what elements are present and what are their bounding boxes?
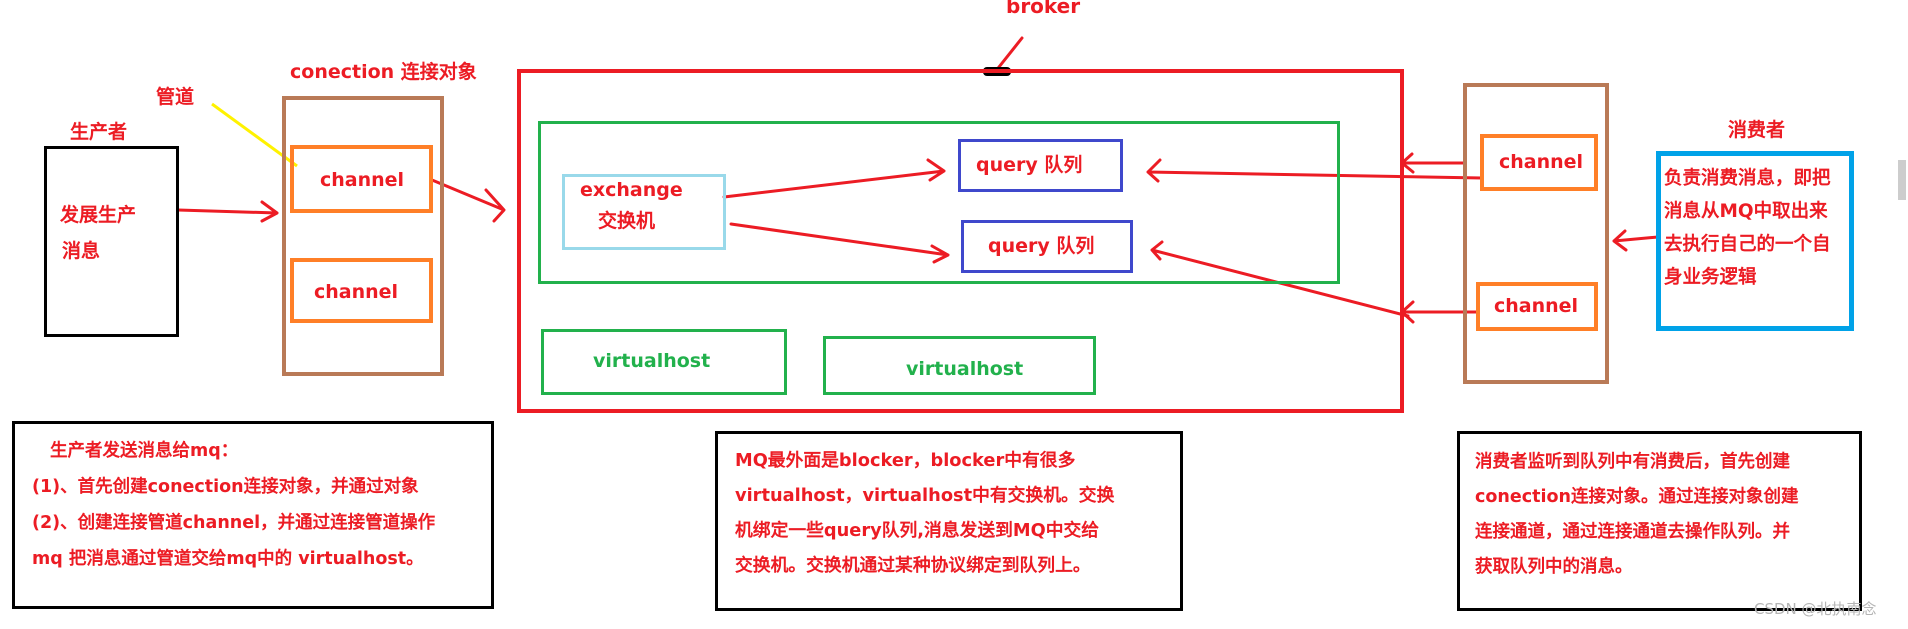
- arrow-to-consumer-channel-1: [1400, 152, 1465, 174]
- pipe-label: 管道: [156, 86, 195, 108]
- consumer-note-line: 连接通道，通过连接通道去操作队列。并: [1475, 522, 1790, 542]
- exchange-label-line-2: 交换机: [598, 210, 656, 232]
- arrow-producer-to-channel: [176, 200, 279, 223]
- consumer-desc-text: 负责消费消息，即把 消息从MQ中取出来 去执行自己的一个自 身业务逻辑: [1664, 162, 1831, 294]
- producer-note-text: 生产者发送消息给mq： (1)、首先创建conection连接对象，并通过对象 …: [32, 433, 435, 577]
- exchange-box: [562, 174, 726, 250]
- arrow-exchange-to-queue-1: [722, 158, 946, 199]
- producer-body-line-1: 发展生产: [60, 204, 137, 226]
- consumer-desc-line: 消息从MQ中取出来: [1664, 201, 1828, 222]
- broker-note-line: MQ最外面是blocker，blocker中有很多: [735, 450, 1076, 471]
- consumer-connection-box: [1463, 83, 1609, 384]
- consumer-note-line: 消费者监听到队列中有消费后，首先创建: [1475, 452, 1790, 472]
- exchange-label-line-1: exchange: [580, 179, 683, 201]
- consumer-note-box: [1457, 431, 1862, 611]
- broker-pointer-line: [993, 36, 1024, 74]
- broker-note-line: virtualhost，virtualhost中有交换机。交换: [735, 485, 1115, 506]
- watermark: CSDN @北执南念: [1754, 600, 1877, 618]
- virtualhost-1-box: [541, 329, 787, 395]
- broker-note-line: 机绑定一些query队列,消息发送到MQ中交给: [735, 520, 1100, 541]
- broker-box: [517, 69, 1404, 413]
- producer-channel-1-box: [290, 145, 433, 213]
- consumer-note-line: 获取队列中的消息。: [1475, 557, 1633, 577]
- producer-channel-1-label: channel: [320, 169, 405, 191]
- consumer-desc-line: 负责消费消息，即把: [1664, 168, 1831, 189]
- producer-note-line: mq 把消息通过管道交给mq中的 virtualhost。: [32, 549, 424, 569]
- producer-note-box: [12, 421, 494, 609]
- consumer-channel-2-label: channel: [1494, 295, 1579, 317]
- connection-box: [282, 96, 444, 376]
- producer-note-line: 生产者发送消息给mq：: [50, 441, 239, 461]
- broker-note-text: MQ最外面是blocker，blocker中有很多 virtualhost，vi…: [735, 443, 1114, 583]
- virtualhost-2-label: virtualhost: [906, 358, 1024, 380]
- broker-note-line: 交换机。交换机通过某种协议绑定到队列上。: [735, 555, 1091, 576]
- queue-1-box: [958, 139, 1123, 192]
- producer-channel-2-box: [290, 258, 433, 323]
- virtualhost-2-box: [823, 336, 1096, 395]
- queue-1-label: query 队列: [976, 154, 1083, 176]
- consumer-desc-line: 身业务逻辑: [1664, 267, 1757, 288]
- producer-note-line: (2)、创建连接管道channel，并通过连接管道操作: [32, 513, 436, 533]
- scrollbar-thumb[interactable]: [1898, 160, 1906, 200]
- consumer-title: 消费者: [1728, 119, 1786, 141]
- broker-note-box: [715, 431, 1183, 611]
- producer-channel-2-label: channel: [314, 281, 399, 303]
- consumer-channel-1-label: channel: [1499, 151, 1584, 173]
- arrow-consumer-channel-1-to-queue-1: [1146, 158, 1484, 183]
- consumer-channel-2-box: [1476, 282, 1598, 331]
- producer-box: [44, 146, 179, 337]
- consumer-desc-box: [1656, 151, 1854, 331]
- consumer-channel-1-box: [1480, 134, 1598, 191]
- producer-note-line: (1)、首先创建conection连接对象，并通过对象: [32, 477, 419, 497]
- arrow-exchange-to-queue-2: [729, 222, 950, 264]
- producer-title: 生产者: [70, 121, 128, 143]
- arrow-channel-to-broker: [430, 178, 506, 223]
- consumer-note-text: 消费者监听到队列中有消费后，首先创建 conection连接对象。通过连接对象创…: [1475, 445, 1798, 585]
- virtualhost-main-box: [538, 121, 1340, 284]
- producer-body-line-2: 消息: [62, 240, 101, 262]
- virtualhost-1-label: virtualhost: [593, 350, 711, 372]
- connection-title: conection 连接对象: [290, 61, 477, 83]
- broker-label: broker: [1006, 0, 1081, 18]
- queue-2-label: query 队列: [988, 235, 1095, 257]
- queue-2-box: [961, 220, 1133, 273]
- consumer-desc-line: 去执行自己的一个自: [1664, 234, 1831, 255]
- arrow-consumer-desc-to-channels: [1612, 229, 1660, 252]
- consumer-note-line: conection连接对象。通过连接对象创建: [1475, 487, 1799, 507]
